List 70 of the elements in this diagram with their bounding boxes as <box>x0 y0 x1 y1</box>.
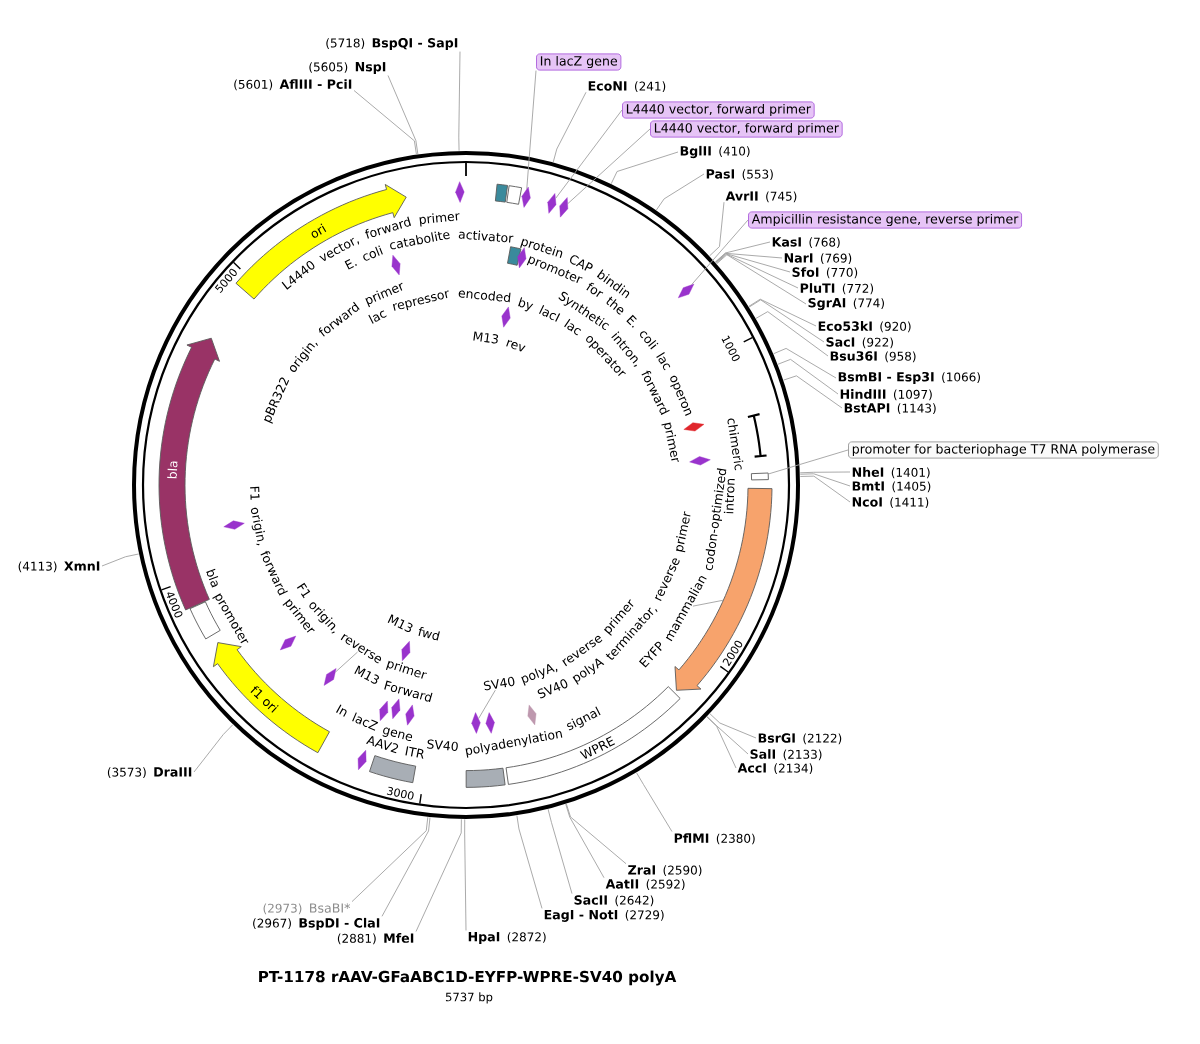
leader-line <box>768 449 849 475</box>
leader-line <box>715 253 799 289</box>
leader-line <box>777 358 839 395</box>
feature-box <box>507 246 522 266</box>
leader-line <box>799 473 851 487</box>
primer-marker <box>501 306 511 328</box>
leader-line <box>335 651 358 673</box>
leader-line <box>748 299 825 343</box>
primer-marker <box>455 181 465 203</box>
primer-marker <box>683 422 705 432</box>
leader-line <box>748 298 817 327</box>
leader-line <box>715 253 791 273</box>
feature-box <box>494 183 508 203</box>
leader-line <box>552 91 587 163</box>
leader-line <box>636 772 673 833</box>
leader-line <box>715 252 783 263</box>
leader-line <box>709 713 757 739</box>
leader-line <box>516 815 543 909</box>
primer-marker <box>391 254 401 276</box>
feature-bar <box>746 413 768 458</box>
leader-line <box>773 347 837 379</box>
leader-line <box>526 70 537 190</box>
leader-line <box>547 808 573 895</box>
primer-marker <box>280 635 296 651</box>
leader-line <box>799 471 851 474</box>
leader-line <box>691 219 749 286</box>
leader-line <box>716 254 807 305</box>
primer-marker <box>547 193 557 214</box>
primer-marker <box>323 668 337 686</box>
leader-line <box>565 803 605 879</box>
primer-marker <box>223 520 245 530</box>
primer-marker <box>559 197 569 218</box>
feature-box <box>465 767 506 788</box>
leader-line <box>755 311 829 357</box>
feature-box <box>506 185 523 205</box>
leader-line <box>555 109 623 199</box>
feature-box <box>750 472 769 481</box>
leader-line <box>351 816 429 903</box>
leader-line <box>655 173 705 211</box>
primer-marker <box>521 186 531 208</box>
leader-line <box>464 818 467 931</box>
primer-marker <box>485 712 495 734</box>
leader-line <box>381 817 431 917</box>
leader-line <box>193 724 234 773</box>
leader-line <box>706 716 749 755</box>
leader-line <box>799 475 851 503</box>
leader-line <box>458 51 461 152</box>
primer-marker <box>527 704 537 726</box>
primer-marker <box>678 283 695 299</box>
leader-line <box>565 803 627 865</box>
leader-line <box>706 716 737 769</box>
leader-line <box>415 818 462 932</box>
leader-line <box>567 128 651 205</box>
leader-line <box>353 90 417 155</box>
leader-line <box>478 689 496 720</box>
primer-marker <box>391 698 401 719</box>
primer-marker <box>401 641 411 662</box>
primer-marker <box>379 700 389 721</box>
leader-line <box>610 151 679 185</box>
primer-marker <box>471 712 481 734</box>
leader-line <box>387 75 419 155</box>
leader-line <box>101 553 140 567</box>
leader-line <box>783 375 843 409</box>
primer-marker <box>405 704 415 726</box>
leader-line <box>709 201 725 257</box>
primer-marker <box>357 750 367 770</box>
primer-marker <box>689 456 711 466</box>
feature-box <box>369 755 417 784</box>
leader-line <box>714 241 771 263</box>
leader-line <box>692 599 724 607</box>
